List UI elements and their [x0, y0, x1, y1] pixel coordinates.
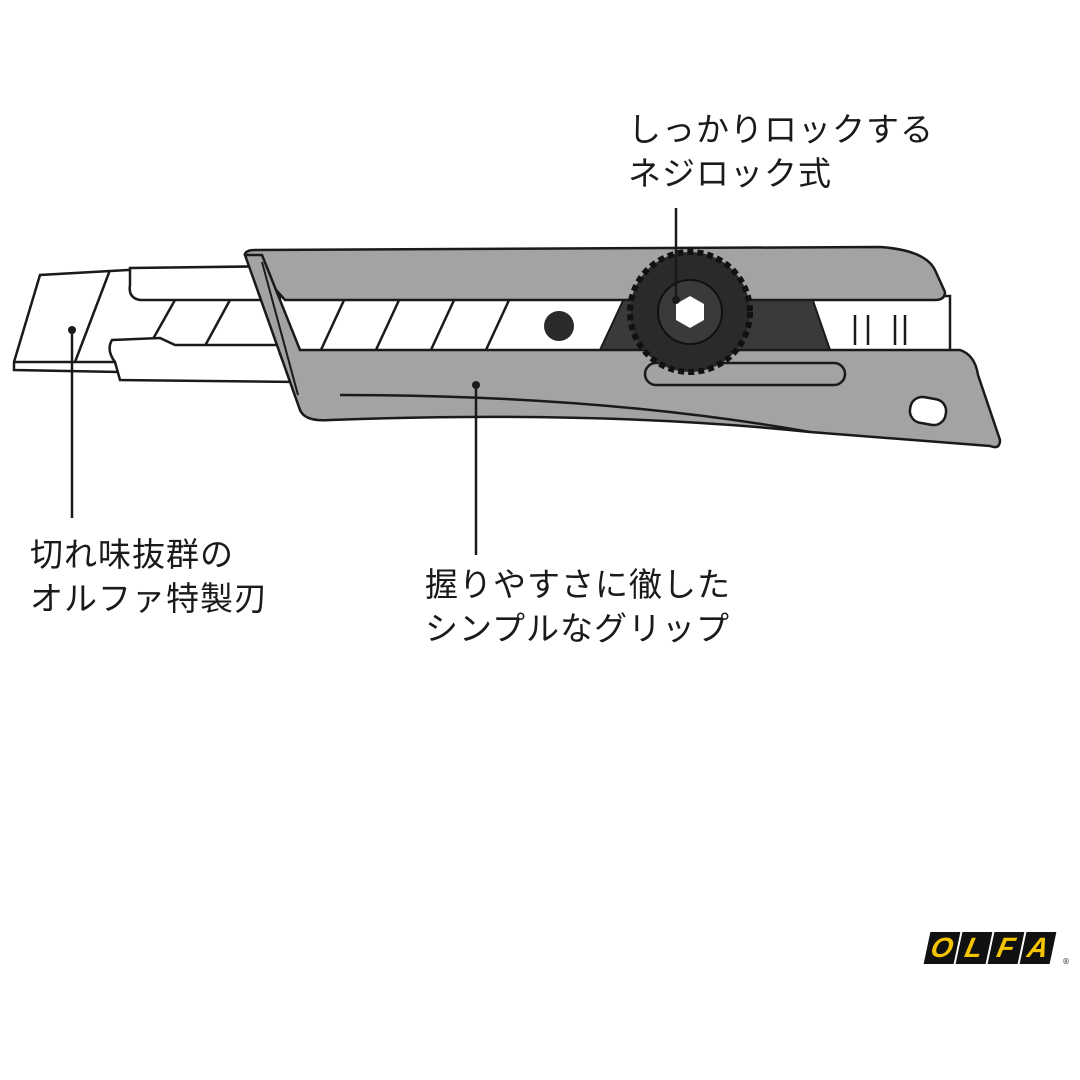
callout-lock: しっかりロックする ネジロック式 [628, 108, 934, 196]
logo-letter: O [923, 932, 961, 964]
callout-grip-line-2: シンプルなグリップ [425, 609, 731, 648]
hex-socket [676, 296, 704, 328]
leader-lines [70, 208, 678, 555]
callout-grip-line-1: 握りやすさに徹した [425, 565, 731, 604]
slider-front [128, 264, 292, 302]
olfa-logo: O L F A [923, 932, 1057, 964]
body-top-rail [243, 245, 947, 302]
leader-dots [68, 296, 680, 389]
lanyard-hole [908, 395, 948, 427]
logo-letter: L [955, 932, 993, 964]
slider-bottom [108, 336, 302, 384]
callout-blade-line-2: オルファ特製刃 [30, 579, 268, 618]
grip-groove [339, 393, 811, 434]
callout-blade-line-1: 切れ味抜群の [30, 535, 234, 574]
snap-lines [318, 297, 907, 353]
logo-letter: A [1019, 932, 1057, 964]
callout-lock-line-2: ネジロック式 [628, 154, 832, 193]
lock-wheel [627, 249, 753, 375]
logo-letter: F [987, 932, 1025, 964]
front-edge-line [261, 261, 299, 396]
body-grip [243, 253, 1002, 449]
callout-grip: 握りやすさに徹した シンプルなグリップ [425, 563, 731, 651]
callout-blade: 切れ味抜群の オルファ特製刃 [30, 533, 268, 621]
callout-lock-line-1: しっかりロックする [628, 110, 934, 149]
rivet [544, 311, 574, 341]
registered-mark: ® [1062, 957, 1070, 966]
